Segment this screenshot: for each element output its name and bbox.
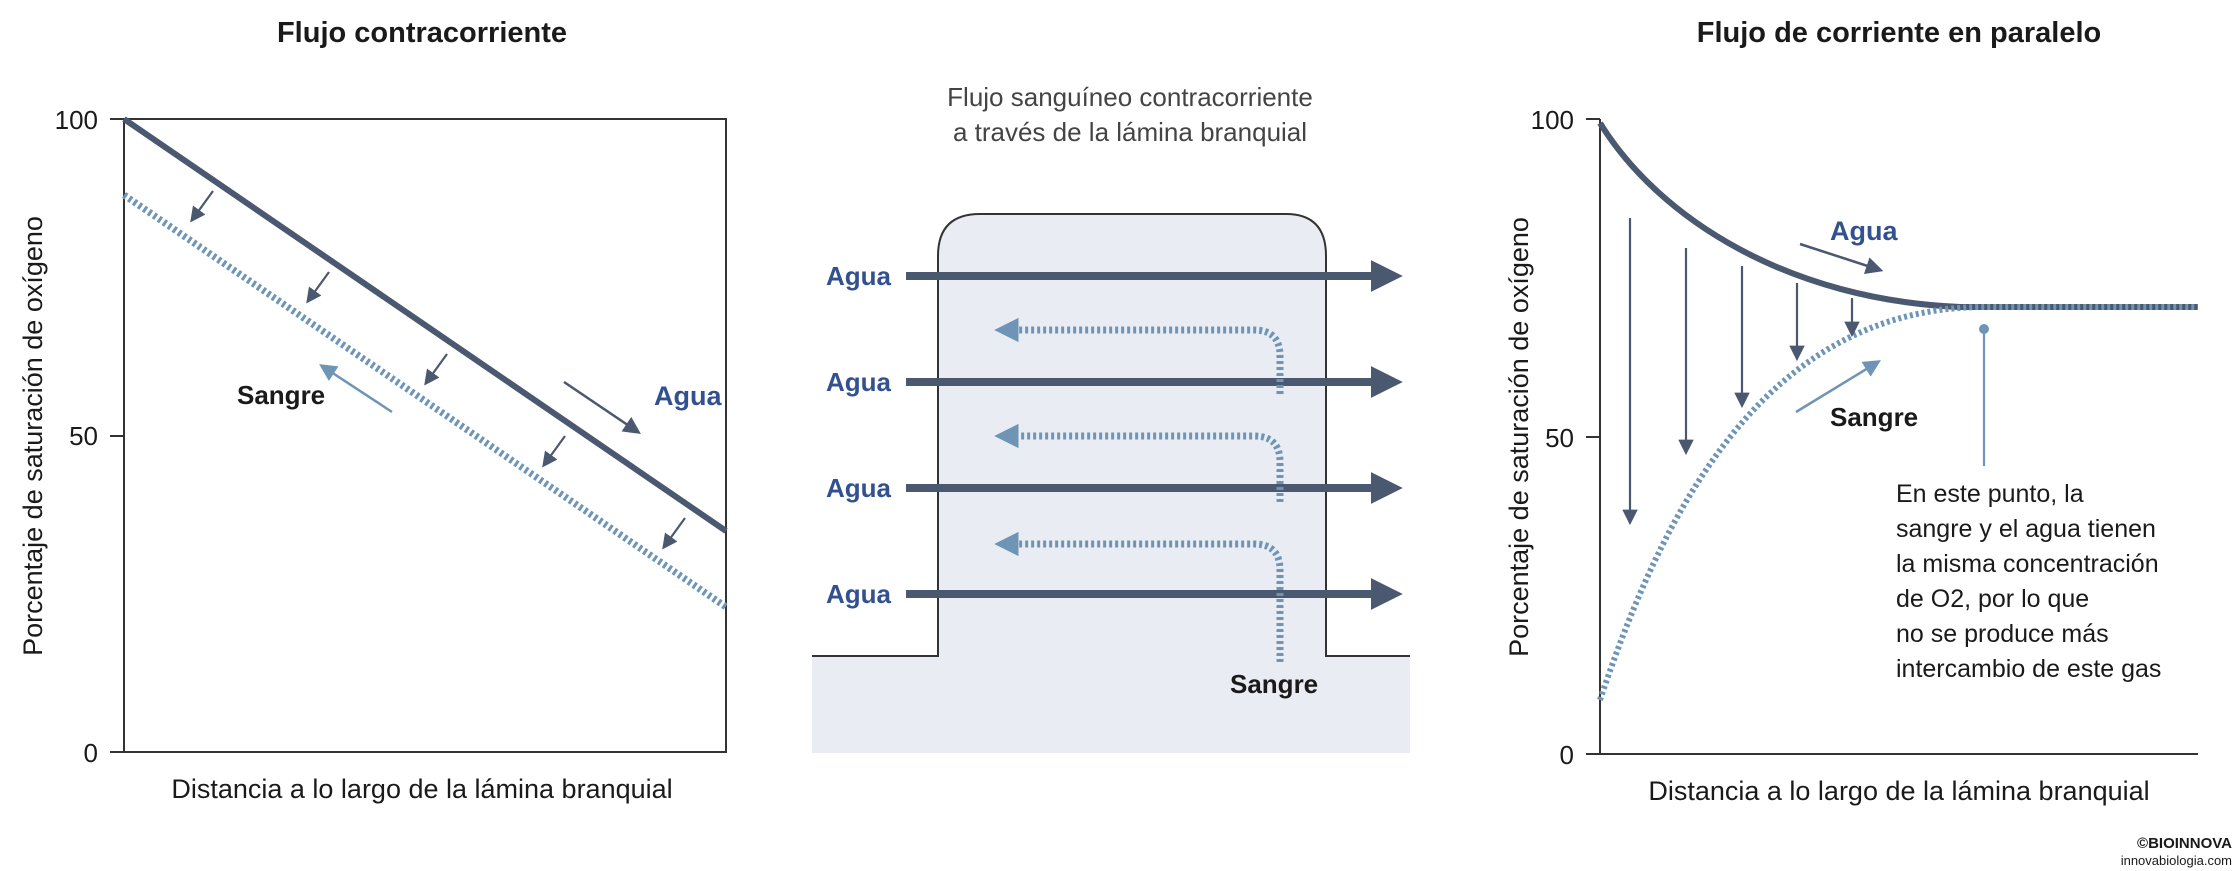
right-blood-curve: [1597, 304, 2198, 701]
left-diffusion-arrow-1: [190, 190, 214, 223]
right-y-axis-label: Porcentaje de saturación de oxígeno: [1504, 217, 1534, 657]
credit-url: innovabiologia.com: [2121, 853, 2232, 868]
water-label-1: Agua: [826, 261, 892, 291]
blood-flow-path-2: [994, 423, 1284, 502]
right-water-direction-arrow: [1799, 242, 1884, 274]
center-blood-label: Sangre: [1230, 669, 1318, 699]
note-line-1: En este punto, la: [1896, 480, 2084, 508]
right-water-curve: [1597, 121, 2198, 310]
left-ytick-50: 50: [69, 421, 98, 451]
left-plot-frame: [123, 118, 727, 753]
lamella-body: [938, 214, 1326, 656]
right-x-axis-label: Distancia a lo largo de la lámina branqu…: [1648, 776, 2149, 806]
right-blood-label: Sangre: [1830, 402, 1918, 432]
right-ytick-50: 50: [1545, 423, 1574, 453]
left-diffusion-arrow-5: [662, 517, 686, 550]
note-line-2: sangre y el agua tienen: [1896, 515, 2156, 543]
center-caption-line1: Flujo sanguíneo contracorriente: [947, 82, 1313, 112]
blood-flow-path-3: [994, 531, 1284, 662]
lamella-diagram: Flujo sanguíneo contracorriente a través…: [812, 82, 1410, 753]
left-chart-title: Flujo contracorriente: [277, 17, 567, 49]
left-diffusion-arrow-4: [542, 435, 566, 468]
right-water-label: Agua: [1830, 216, 1898, 246]
left-blood-line: [122, 192, 728, 610]
left-diffusion-arrow-3: [424, 353, 448, 386]
right-chart: Flujo de corriente en paralelo 100 50 0 …: [1504, 17, 2198, 806]
left-chart: Flujo contracorriente 100 50 0 Porcentaj…: [18, 17, 728, 804]
left-x-axis-label: Distancia a lo largo de la lámina branqu…: [171, 774, 672, 804]
water-label-3: Agua: [826, 473, 892, 503]
right-blood-direction-arrow: [1795, 360, 1881, 414]
left-diffusion-arrow-2: [306, 271, 330, 304]
water-label-2: Agua: [826, 367, 892, 397]
left-ytick-0: 0: [84, 738, 98, 768]
right-chart-title: Flujo de corriente en paralelo: [1697, 17, 2102, 49]
left-water-direction-arrow: [563, 380, 641, 434]
left-y-axis-label: Porcentaje de saturación de oxígeno: [18, 216, 48, 656]
left-ytick-100: 100: [55, 105, 98, 135]
left-blood-direction-arrow: [319, 364, 393, 414]
note-line-3: la misma concentración: [1896, 550, 2159, 578]
water-label-4: Agua: [826, 579, 892, 609]
note-line-5: no se produce más: [1896, 620, 2109, 648]
blood-flow-path-1: [994, 317, 1284, 394]
note-line-4: de O2, por lo que: [1896, 585, 2089, 613]
lamella-outline: [812, 213, 1410, 657]
left-water-label: Agua: [654, 381, 722, 411]
left-water-line: [122, 116, 728, 534]
center-caption-line2: a través de la lámina branquial: [953, 117, 1307, 147]
right-ytick-100: 100: [1531, 105, 1574, 135]
gill-base: [812, 655, 1410, 753]
right-ytick-0: 0: [1560, 740, 1574, 770]
left-blood-label: Sangre: [237, 380, 325, 410]
credit-brand: ©BIOINNOVA: [2137, 835, 2232, 852]
note-line-6: intercambio de este gas: [1896, 655, 2161, 683]
equilibrium-point: [1979, 324, 1989, 334]
